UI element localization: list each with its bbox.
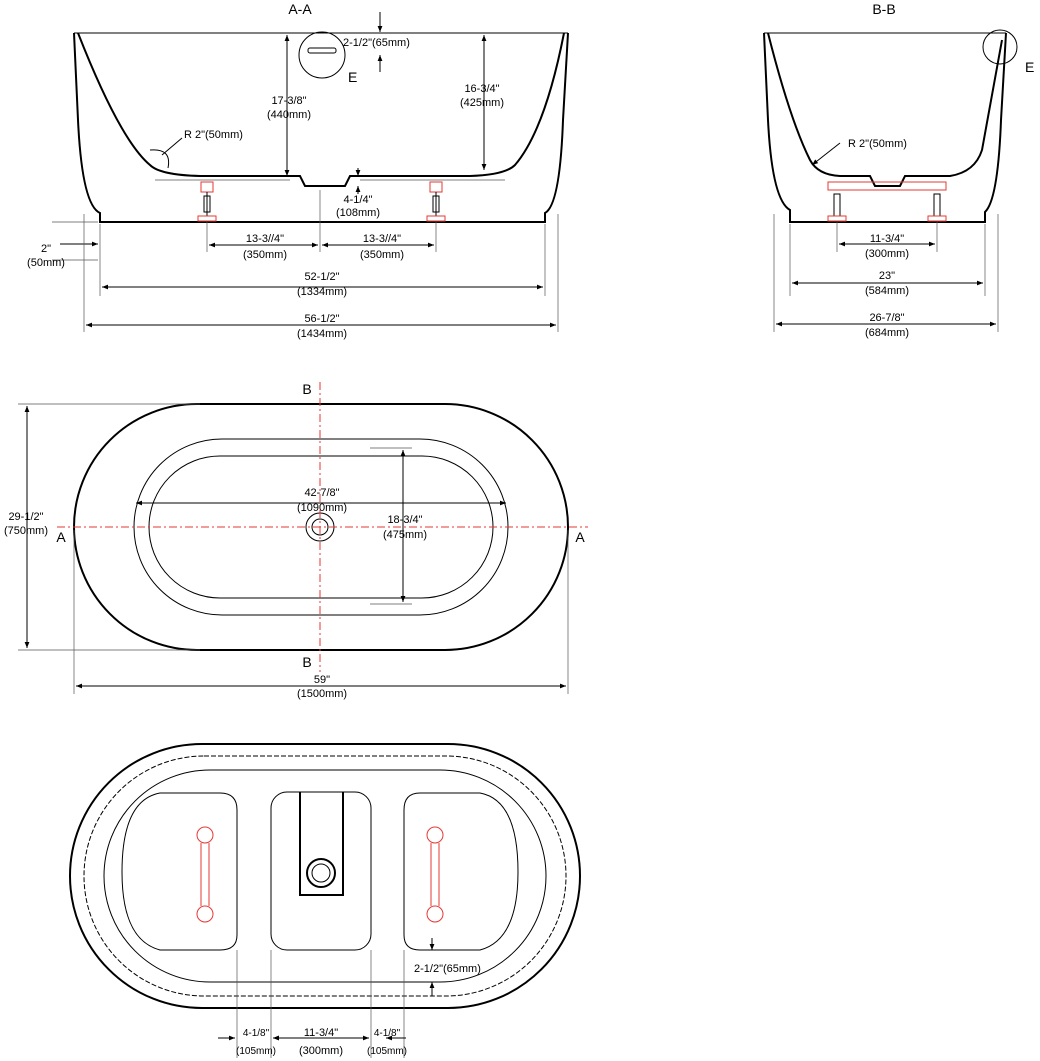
bottom-view-leg-mount-left <box>196 826 214 923</box>
section-aa-side-depth-mm: (425mm) <box>460 97 504 109</box>
section-aa-leg-left <box>197 181 217 222</box>
section-aa-leg-left-mm: (350mm) <box>243 249 287 261</box>
top-view-width-in: 29-1/2" <box>8 511 43 523</box>
section-aa-leg-right-in: 13-3//4" <box>363 233 401 245</box>
section-bb-base-width-in: 23" <box>879 270 895 282</box>
section-bb: B-B E R 2"(50mm) 11-3/4" (300mm) 23" <box>763 1 1034 339</box>
section-bb-overall-width-mm: (684mm) <box>865 327 909 339</box>
bottom-view-leg-mount-right <box>426 826 444 923</box>
bottom-view-pad-center <box>270 791 372 951</box>
section-aa-overall-length-mm: (1434mm) <box>297 328 347 340</box>
top-view: B B A A 29-1/2" (750mm) 42-7/8" (1090mm)… <box>4 381 588 700</box>
section-bb-base-width-mm: (584mm) <box>865 285 909 297</box>
section-aa-side-depth-in: 16-3/4" <box>464 83 499 95</box>
section-aa-leg-right <box>426 181 446 222</box>
section-aa-base-height-in: 2" <box>41 243 51 255</box>
section-aa-inner-profile <box>77 32 565 187</box>
bottom-view-drain-inner <box>311 863 331 883</box>
section-bb-leg-right <box>927 193 947 222</box>
top-view-inner-width-in: 18-3/4" <box>387 514 422 526</box>
bottom-view-right-gap-in: 4-1/8" <box>374 1028 401 1039</box>
section-bb-inner-profile <box>767 32 1003 187</box>
section-aa: A-A E 2-1/2"(65mm) 17-3/8" <box>27 1 569 340</box>
bottom-view-pad-right <box>403 792 519 951</box>
bottom-view-outer-rim <box>69 743 581 1009</box>
section-aa-overall-length-in: 56-1/2" <box>304 313 339 325</box>
top-view-inner-width-mm: (475mm) <box>383 529 427 541</box>
section-aa-inner-depth-mm: (440mm) <box>267 109 311 121</box>
section-bb-title: B-B <box>872 1 895 17</box>
section-aa-base-length-mm: (1334mm) <box>297 286 347 298</box>
section-aa-detail-circle <box>298 31 346 79</box>
section-bb-overall-width-in: 26-7/8" <box>869 312 904 324</box>
bottom-view-center-in: 11-3/4" <box>304 1027 338 1039</box>
section-aa-base-length-in: 52-1/2" <box>304 271 339 283</box>
section-bb-radius: R 2"(50mm) <box>848 138 907 150</box>
top-view-cut-b-top: B <box>302 381 311 397</box>
top-view-inner-length-in: 42-7/8" <box>304 487 339 499</box>
bottom-view-base-ring <box>103 769 547 983</box>
section-bb-detail-ref: E <box>1025 59 1034 75</box>
bottom-view-drain-outer <box>306 858 336 888</box>
bottom-view-scalloped-rim <box>83 755 567 997</box>
section-aa-inner-depth-in: 17-3/8" <box>271 95 306 107</box>
bottom-view-pad-left <box>121 792 238 951</box>
top-view-cut-b-bottom: B <box>302 654 311 670</box>
bottom-view-right-gap-mm: (105mm) <box>367 1046 407 1057</box>
top-view-width-mm: (750mm) <box>4 525 48 537</box>
section-aa-leg-left-in: 13-3//4" <box>246 233 284 245</box>
bottom-view-rim-height: 2-1/2"(65mm) <box>414 963 481 975</box>
bottom-view-left-gap-in: 4-1/8" <box>243 1028 270 1039</box>
section-aa-detail-ref: E <box>348 69 357 85</box>
section-aa-overflow-slot <box>307 47 337 54</box>
bottom-view-left-gap-mm: (105mm) <box>236 1046 276 1057</box>
section-aa-drain-height-in: 4-1/4" <box>344 194 373 206</box>
section-bb-leg-spacing-in: 11-3/4" <box>870 233 904 245</box>
top-view-cut-a-left: A <box>56 529 66 545</box>
bottom-view-drain-channel <box>299 792 344 896</box>
section-aa-radius: R 2"(50mm) <box>184 129 243 141</box>
top-view-inner-length-mm: (1090mm) <box>297 502 347 514</box>
section-aa-drain-height-mm: (108mm) <box>336 207 380 219</box>
section-aa-base-height-mm: (50mm) <box>27 257 65 269</box>
bottom-view: 2-1/2"(65mm) 4-1/8" (105mm) 11-3/4" (300… <box>69 743 581 1058</box>
section-aa-drain-depth: 2-1/2"(65mm) <box>343 37 410 49</box>
section-bb-leg-spacing-mm: (300mm) <box>865 248 909 260</box>
top-view-cut-a-right: A <box>575 529 585 545</box>
section-bb-leg-left <box>827 193 847 222</box>
section-bb-frame <box>827 181 947 191</box>
bottom-view-center-mm: (300mm) <box>299 1045 343 1057</box>
section-aa-title: A-A <box>288 1 312 17</box>
section-aa-outer-profile <box>73 32 569 223</box>
top-view-length-mm: (1500mm) <box>297 688 347 700</box>
top-view-length-in: 59" <box>314 674 330 686</box>
top-view-drain-inner <box>311 518 329 536</box>
section-aa-leg-right-mm: (350mm) <box>360 249 404 261</box>
section-bb-detail-circle <box>982 29 1018 65</box>
section-bb-outer-profile <box>763 32 1007 223</box>
